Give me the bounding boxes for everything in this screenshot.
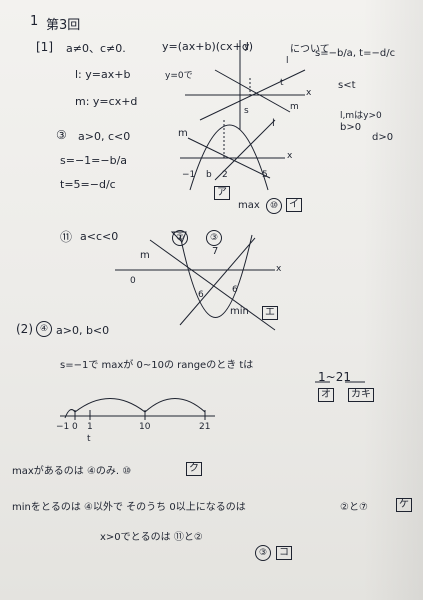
graph1-s-label: s <box>244 106 249 116</box>
part1-y0-note: y=0で <box>165 71 193 81</box>
graph1-line-l <box>199 69 306 121</box>
graph1-l-label: l <box>286 56 289 66</box>
numline-label-21: 21 <box>199 422 211 432</box>
conclusion-line3-box: コ <box>276 546 292 560</box>
graph11-line-m <box>149 239 276 331</box>
graph3-line-m <box>187 137 271 179</box>
part11-x-label: x <box>276 264 282 274</box>
part1-line-l: l: y=ax+b <box>75 68 131 81</box>
part1-label: [1] <box>36 40 53 54</box>
part11-7-label: 7 <box>212 246 219 257</box>
part2-box-b: カキ <box>348 388 374 402</box>
part1-note: について <box>290 44 330 55</box>
heading-title: 第3回 <box>46 18 81 33</box>
graph3-parabola <box>189 124 269 191</box>
graph1-x-label: x <box>306 88 312 98</box>
numline-label-0: 0 <box>72 422 78 432</box>
part2-label: (2) <box>16 322 33 336</box>
part1-condition: a≠0、c≠0. <box>66 42 126 55</box>
part11-min-text: min <box>230 306 249 317</box>
conclusion-line1-box: ク <box>186 462 202 476</box>
numline-label-10: 10 <box>139 422 151 432</box>
part2-condition: a>0, b<0 <box>56 324 110 337</box>
part2-frac: 1~21 <box>318 370 351 384</box>
part2-circled: ④ <box>36 321 52 337</box>
part1-s-def: s=−b/a, t=−d/c <box>315 48 396 59</box>
conclusion-line2-box: ケ <box>396 498 412 512</box>
part3-tick-5: 5 <box>262 170 268 180</box>
part1-s-lt-t: s<t <box>338 80 356 91</box>
graph3-line-l <box>214 119 276 181</box>
part3-l-label: l <box>272 118 275 129</box>
part3-line1: s=−1=−b/a <box>60 154 128 167</box>
numline-arc-small <box>64 409 76 419</box>
graph1-m-label: m <box>290 102 299 112</box>
numline-arc <box>144 398 206 413</box>
part11-tick-0: 0 <box>130 276 136 286</box>
part11-label: ⑪ <box>60 230 73 244</box>
part1-b-gt-0: b>0 <box>340 122 362 133</box>
part3-circled: ⑩ <box>266 198 282 214</box>
part2-box-a: オ <box>318 388 334 402</box>
page-shadow <box>363 0 423 600</box>
graph1-t-label: t <box>280 78 284 88</box>
part11-circled-a: ② <box>172 230 188 246</box>
part1-lm-note: l,mはy>0 <box>340 111 382 121</box>
part1-equation: y=(ax+b)(cx+d) <box>162 40 254 53</box>
part3-m-label: m <box>178 128 188 139</box>
part11-answer-box: エ <box>262 306 278 320</box>
heading-number: 1 <box>30 14 39 29</box>
part3-answer-box: ア <box>214 186 230 200</box>
part1-line-m: m: y=cx+d <box>75 95 138 108</box>
part3-tick-neg1: −1 <box>182 170 196 180</box>
part2-statement: s=−1で maxが 0~10の rangeのとき tは <box>60 360 254 371</box>
numline-arc <box>74 398 146 413</box>
part3-condition: a>0, c<0 <box>78 130 131 143</box>
graph11-line-l <box>179 237 256 326</box>
conclusion-line3: x>0でとるのは ⑪と② <box>100 532 203 543</box>
conclusion-line1: maxがあるのは ④のみ. ⑩ <box>12 466 132 477</box>
part3-tick-2: 2 <box>222 170 228 180</box>
part11-m-label: m <box>140 250 150 261</box>
graph1-y-label: y <box>244 42 250 52</box>
part1-d-gt-0: d>0 <box>372 132 394 143</box>
numline-label-neg1: −1 <box>56 422 70 432</box>
part11-condition: a<c<0 <box>80 230 119 243</box>
conclusion-line3-circled: ③ <box>255 545 271 561</box>
part3-label: ③ <box>56 128 67 142</box>
part11-circled-b: ③ <box>206 230 222 246</box>
part3-answer-box2: イ <box>286 198 302 212</box>
part3-max-text: max <box>238 200 260 211</box>
graph1-line-m <box>214 69 291 113</box>
conclusion-line2: minをとるのは ④以外で そのうち 0以上になるのは <box>12 502 246 513</box>
graph11-parabola <box>179 234 253 318</box>
part11-tick-6a: 6 <box>198 290 204 300</box>
part3-line2: t=5=−d/c <box>60 178 116 191</box>
numline-label-1: 1 <box>87 422 93 432</box>
part11-tick-6b: 6 <box>232 285 238 295</box>
part3-x-label: x <box>287 151 293 161</box>
numline-label-t: t <box>87 434 91 444</box>
conclusion-line2-answer: ②と⑦ <box>340 502 368 513</box>
part3-tick-b: b <box>206 170 212 180</box>
